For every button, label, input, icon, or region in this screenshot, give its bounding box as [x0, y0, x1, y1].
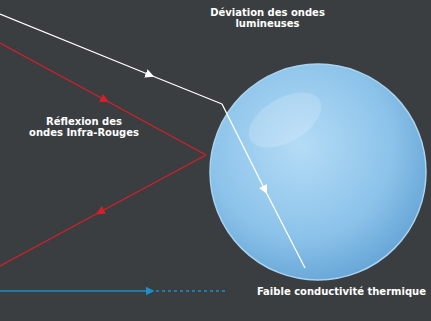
- heat-dash: [150, 290, 226, 292]
- callout-label: Déviation des ondes lumineuses: [205, 7, 330, 29]
- callout-label: Réflexion des ondes Infra-Rouges: [28, 116, 140, 138]
- caption-label: Faible conductivité thermique: [257, 286, 426, 297]
- sphere: [210, 64, 426, 280]
- reflected-ray: [0, 155, 206, 266]
- refracted-ray: [222, 104, 305, 268]
- sphere-highlight: [239, 81, 330, 159]
- light-ray: [0, 14, 222, 104]
- infrared-ray: [0, 43, 206, 155]
- heat-arrow: [0, 290, 150, 292]
